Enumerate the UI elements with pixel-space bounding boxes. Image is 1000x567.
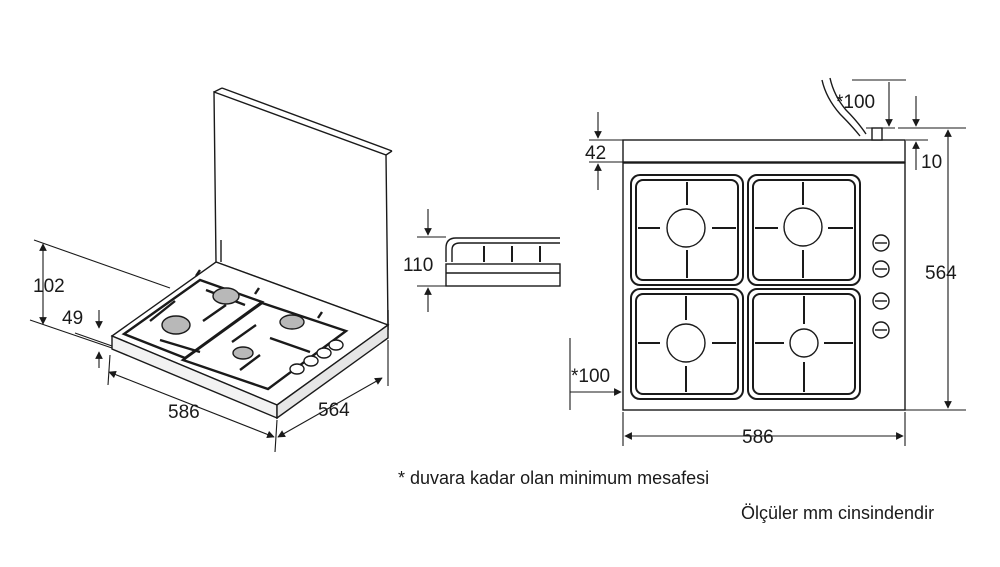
profile-body <box>445 263 561 287</box>
note-units: Ölçüler mm cinsindendir <box>741 503 935 523</box>
top-knob <box>872 234 890 252</box>
profile-dimension-lines <box>417 209 446 312</box>
isometric-view <box>29 87 393 453</box>
iso-dimension-lines <box>29 239 389 453</box>
top-gas-pipe <box>821 77 867 137</box>
dim-iso-height-total: 102 <box>33 276 65 297</box>
note-minimum-distance: * duvara kadar olan minimum mesafesi <box>398 468 710 488</box>
dim-top-depth: 564 <box>925 263 957 284</box>
top-burners <box>666 207 823 363</box>
iso-knob <box>316 347 332 359</box>
top-dimension-lines <box>569 79 966 446</box>
profile-view <box>417 209 561 312</box>
dim-top-lid-depth: 42 <box>585 143 606 164</box>
dim-iso-width: 586 <box>168 402 200 423</box>
dim-profile-height: 110 <box>403 255 433 276</box>
top-pan-supports <box>630 174 861 400</box>
top-burner-back-left <box>666 208 706 248</box>
iso-burners <box>161 287 305 360</box>
iso-burner-front-right <box>232 346 254 360</box>
top-burner-front-left <box>666 323 706 363</box>
dim-iso-height-top: 49 <box>62 308 83 329</box>
iso-burner-back-left <box>212 287 240 305</box>
iso-knob <box>328 339 344 351</box>
dim-top-side-clearance: *100 <box>571 366 610 387</box>
top-knobs <box>872 234 890 339</box>
top-gas-connector <box>871 127 883 141</box>
top-support-prongs <box>638 182 853 392</box>
dim-iso-depth: 564 <box>318 400 350 421</box>
profile-pan-supports <box>483 246 541 262</box>
top-knob <box>872 321 890 339</box>
top-hob-body <box>622 162 906 411</box>
top-knob <box>872 292 890 310</box>
iso-knob <box>303 355 319 367</box>
top-burner-back-right <box>783 207 823 247</box>
top-knob <box>872 260 890 278</box>
dim-top-width: 586 <box>742 427 774 448</box>
top-lid-strip <box>622 139 906 163</box>
dim-top-wall-clearance: *100 <box>836 92 875 113</box>
iso-burner-front-left <box>161 315 191 335</box>
iso-knob <box>289 363 305 375</box>
iso-burner-back-right <box>279 314 305 330</box>
dim-top-back-offset: 10 <box>921 152 942 173</box>
top-view <box>569 77 966 446</box>
profile-lid-edge <box>445 237 560 262</box>
top-burner-front-right <box>789 328 819 358</box>
iso-knobs <box>289 339 344 375</box>
